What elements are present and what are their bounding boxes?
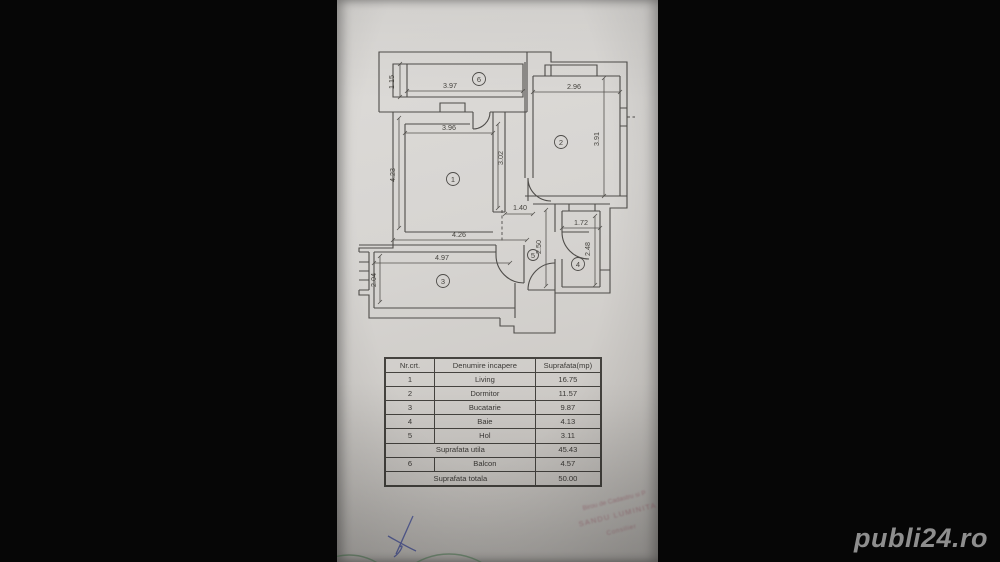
- cell-nr: 4: [384, 414, 436, 430]
- table-row: 5 Hol 3.11: [384, 428, 602, 444]
- dimension-label: 1.15: [387, 75, 396, 89]
- dimension-label: 1.40: [513, 203, 527, 212]
- floor-plan-drawing: 1.15 3.97 3.96 3.02 4.23 4.26 2.96 3.91 …: [337, 51, 635, 562]
- room-marker-circle: [472, 72, 486, 86]
- cell-nr: 6: [384, 456, 436, 472]
- room-number: 4: [576, 260, 580, 269]
- signature-stroke: [387, 515, 417, 558]
- dimension-label: 2.48: [583, 242, 592, 256]
- room-number: 1: [451, 175, 455, 184]
- dimension-lines: [371, 61, 623, 305]
- cell-area: 4.13: [534, 414, 602, 430]
- table-row: 1 Living 16.75: [384, 372, 602, 388]
- room-marker-circle: [436, 274, 450, 288]
- cell-nr: 3: [384, 400, 436, 416]
- dimension-labels: 1.15 3.97 3.96 3.02 4.23 4.26 2.96 3.91 …: [369, 75, 601, 287]
- room-number-markers: 1 2 3 4 5 6: [436, 72, 585, 288]
- dimension-label: 3.97: [443, 81, 457, 90]
- cell-area: 16.75: [534, 372, 602, 388]
- cell-name: Living: [434, 372, 536, 388]
- total-area: 50.00: [534, 470, 602, 487]
- cell-name: Baie: [434, 414, 536, 430]
- round-stamp-right-icon: [416, 553, 482, 562]
- cell-area: 4.57: [534, 456, 602, 472]
- dashed-opening-lines: [501, 116, 635, 242]
- cell-nr: 2: [384, 386, 436, 402]
- cell-nr: 5: [384, 428, 436, 444]
- total-row: Suprafata totala 50.00: [384, 470, 602, 487]
- round-stamp-left-icon: [337, 554, 378, 562]
- room-marker-circle: [554, 135, 568, 149]
- cell-name: Dormitor: [434, 386, 536, 402]
- floor-plan-walls: [358, 51, 628, 334]
- subtotal-area: 45.43: [534, 442, 602, 458]
- table-row: 2 Dormitor 11.57: [384, 386, 602, 402]
- room-marker-circle: [527, 249, 539, 261]
- floor-plan-photo: 1.15 3.97 3.96 3.02 4.23 4.26 2.96 3.91 …: [337, 0, 658, 562]
- header-area: Suprafata(mp): [534, 357, 602, 374]
- table-row: 6 Balcon 4.57: [384, 456, 602, 472]
- dimension-label: 3.02: [496, 151, 505, 165]
- table-header-row: Nr.crt. Denumire incapere Suprafata(mp): [384, 357, 602, 374]
- cell-area: 9.87: [534, 400, 602, 416]
- total-label: Suprafata totala: [384, 470, 536, 487]
- room-marker-circle: [571, 257, 585, 271]
- dimension-label: 3.96: [442, 123, 456, 132]
- room-number: 5: [531, 251, 535, 260]
- cell-area: 3.11: [534, 428, 602, 444]
- site-watermark: publi24.ro: [853, 523, 988, 553]
- table-row: 3 Bucatarie 9.87: [384, 400, 602, 416]
- subtotal-row: Suprafata utila 45.43: [384, 442, 602, 458]
- header-nr: Nr.crt.: [384, 357, 436, 374]
- cell-area: 11.57: [534, 386, 602, 402]
- dimension-label: 1.72: [574, 218, 588, 227]
- room-number: 6: [477, 75, 481, 84]
- room-marker-circle: [446, 172, 460, 186]
- cell-name: Hol: [434, 428, 536, 444]
- room-area-table: Nr.crt. Denumire incapere Suprafata(mp) …: [384, 357, 602, 487]
- room-number: 3: [441, 277, 445, 286]
- dimension-label: 4.26: [452, 230, 466, 239]
- cell-nr: 1: [384, 372, 436, 388]
- room-number: 2: [559, 138, 563, 147]
- stamps: [337, 515, 482, 562]
- dimension-label: 2.04: [369, 273, 378, 287]
- dimension-label: 4.23: [388, 168, 397, 182]
- dimension-label: 4.97: [435, 253, 449, 262]
- dimension-label: 3.91: [592, 132, 601, 146]
- cell-name: Balcon: [434, 456, 536, 472]
- table-row: 4 Baie 4.13: [384, 414, 602, 430]
- dimension-label: 2.50: [534, 240, 543, 254]
- dimension-label: 2.96: [567, 82, 581, 91]
- subtotal-label: Suprafata utila: [384, 442, 536, 458]
- header-name: Denumire incapere: [434, 357, 536, 374]
- cell-name: Bucatarie: [434, 400, 536, 416]
